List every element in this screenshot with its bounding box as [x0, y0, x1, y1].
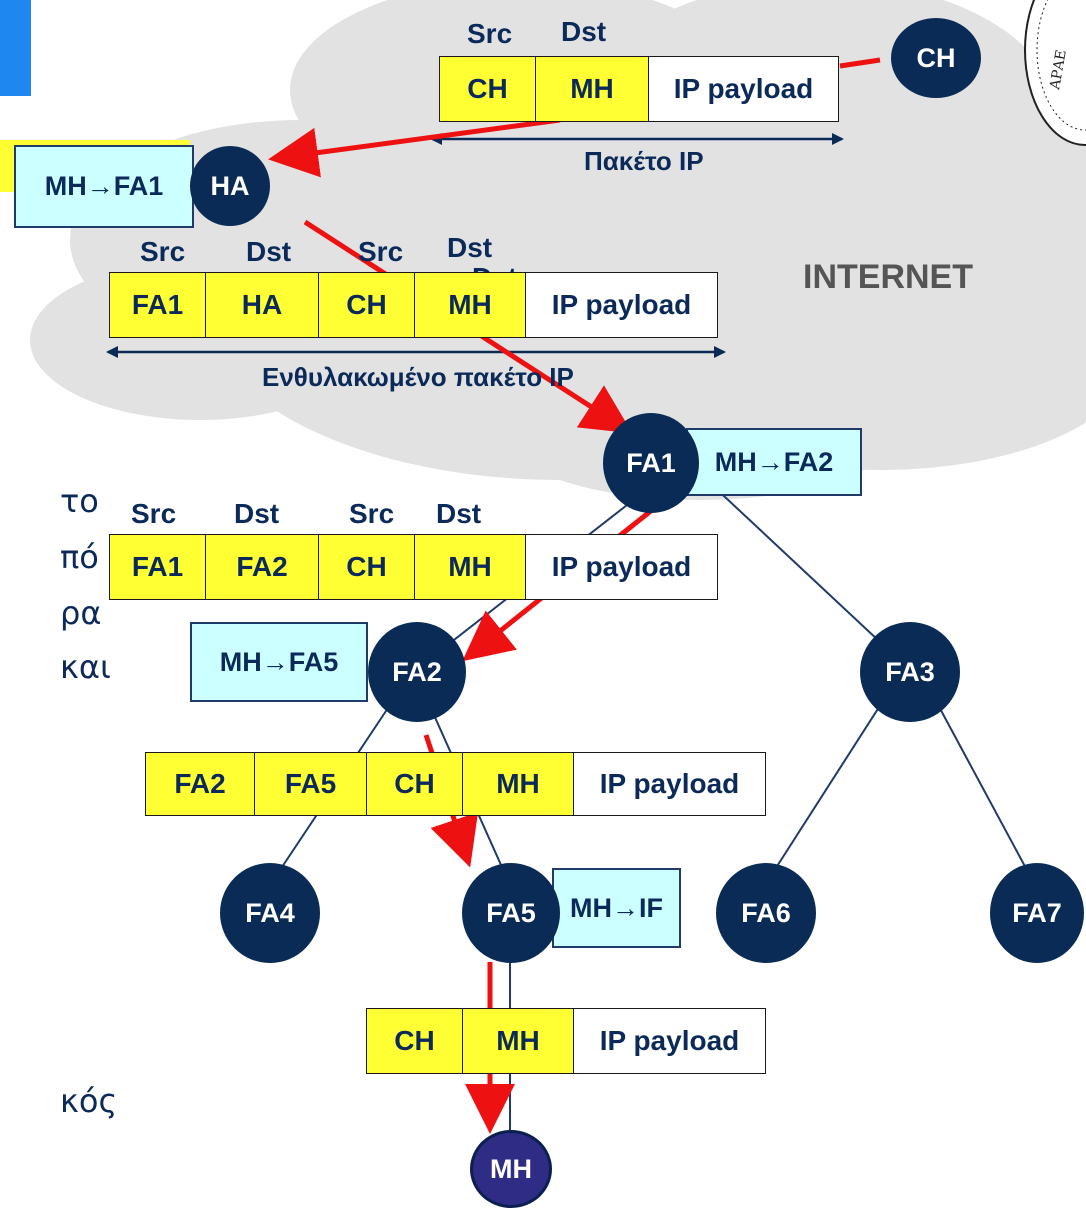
fa1pkt-header-src-outer: Src	[131, 498, 177, 529]
top-header-src: Src	[467, 18, 513, 49]
fa6-node: FA6	[716, 863, 816, 963]
top-cell-dst: MH	[535, 56, 649, 122]
final-cell-payload: IP payload	[573, 1008, 766, 1074]
encap-header-src-inner: Src	[358, 236, 404, 267]
fa2-binding-box: MH→FA5	[190, 622, 368, 702]
encap-cell-mh: MH	[414, 272, 526, 338]
fa1pkt-cell-fa2: FA2	[205, 534, 319, 600]
fa2pkt-cell-mh: MH	[462, 752, 574, 816]
fa1pkt-cell-payload: IP payload	[525, 534, 718, 600]
fa2pkt-cell-fa5: FA5	[254, 752, 367, 816]
fa1pkt-cell-fa1: FA1	[109, 534, 206, 600]
encap-packet-caption: Ενθυλακωμένο πακέτο IP	[262, 362, 574, 392]
encap-cell-ch: CH	[318, 272, 415, 338]
fa1pkt-cell-ch: CH	[318, 534, 415, 600]
encap-header-dst-outer: Dst	[246, 236, 292, 267]
fa4-node: FA4	[220, 863, 320, 963]
ip-packet-caption: Πακέτο IP	[584, 146, 704, 176]
fa1-binding-box: MH→FA2	[686, 428, 862, 496]
fa5-node: FA5	[462, 863, 560, 963]
fa2pkt-cell-payload: IP payload	[573, 752, 766, 816]
side-text-line-5: κός	[60, 1082, 118, 1120]
encap-cell-ha: HA	[205, 272, 319, 338]
fa3-node: FA3	[860, 622, 960, 722]
fa1pkt-header-dst-inner: Dst	[436, 498, 482, 529]
fa1pkt-header-src-inner: Src	[349, 498, 395, 529]
encap-header-src-outer: Src	[140, 236, 186, 267]
internet-label: INTERNET	[803, 258, 973, 296]
final-cell-mh: MH	[462, 1008, 574, 1074]
mh-node: MH	[470, 1130, 552, 1208]
fa5-binding-box: MH→IF	[552, 868, 681, 948]
fa2pkt-cell-fa2: FA2	[145, 752, 255, 816]
top-cell-src: CH	[439, 56, 536, 122]
ha-node: HA	[190, 146, 270, 226]
side-text-line-2: πό	[60, 538, 99, 576]
fa2-node: FA2	[368, 622, 466, 722]
ch-node: CH	[891, 18, 981, 98]
encap-header-dst-inner: Dst	[447, 232, 493, 263]
fa1pkt-header-dst-outer: Dst	[234, 498, 280, 529]
title-accent	[0, 0, 31, 96]
svg-text:ΑΡΑΕ: ΑΡΑΕ	[1047, 49, 1070, 92]
fa2pkt-cell-ch: CH	[366, 752, 463, 816]
caption-arrows	[106, 133, 844, 358]
encap-cell-fa1: FA1	[109, 272, 206, 338]
fa1pkt-cell-mh: MH	[414, 534, 526, 600]
final-cell-ch: CH	[366, 1008, 463, 1074]
top-cell-payload: IP payload	[648, 56, 839, 122]
ha-binding-box: MH→FA1	[14, 145, 194, 228]
fa7-node: FA7	[990, 863, 1084, 963]
top-header-dst: Dst	[561, 16, 607, 47]
side-text-line-3: ρα	[60, 594, 102, 632]
university-seal: ΑΡΑΕ	[1024, 0, 1086, 146]
encap-cell-payload: IP payload	[525, 272, 718, 338]
fa1-node: FA1	[603, 413, 699, 513]
side-text-line-4: και	[60, 648, 111, 686]
side-text-line-1: το	[60, 482, 99, 520]
